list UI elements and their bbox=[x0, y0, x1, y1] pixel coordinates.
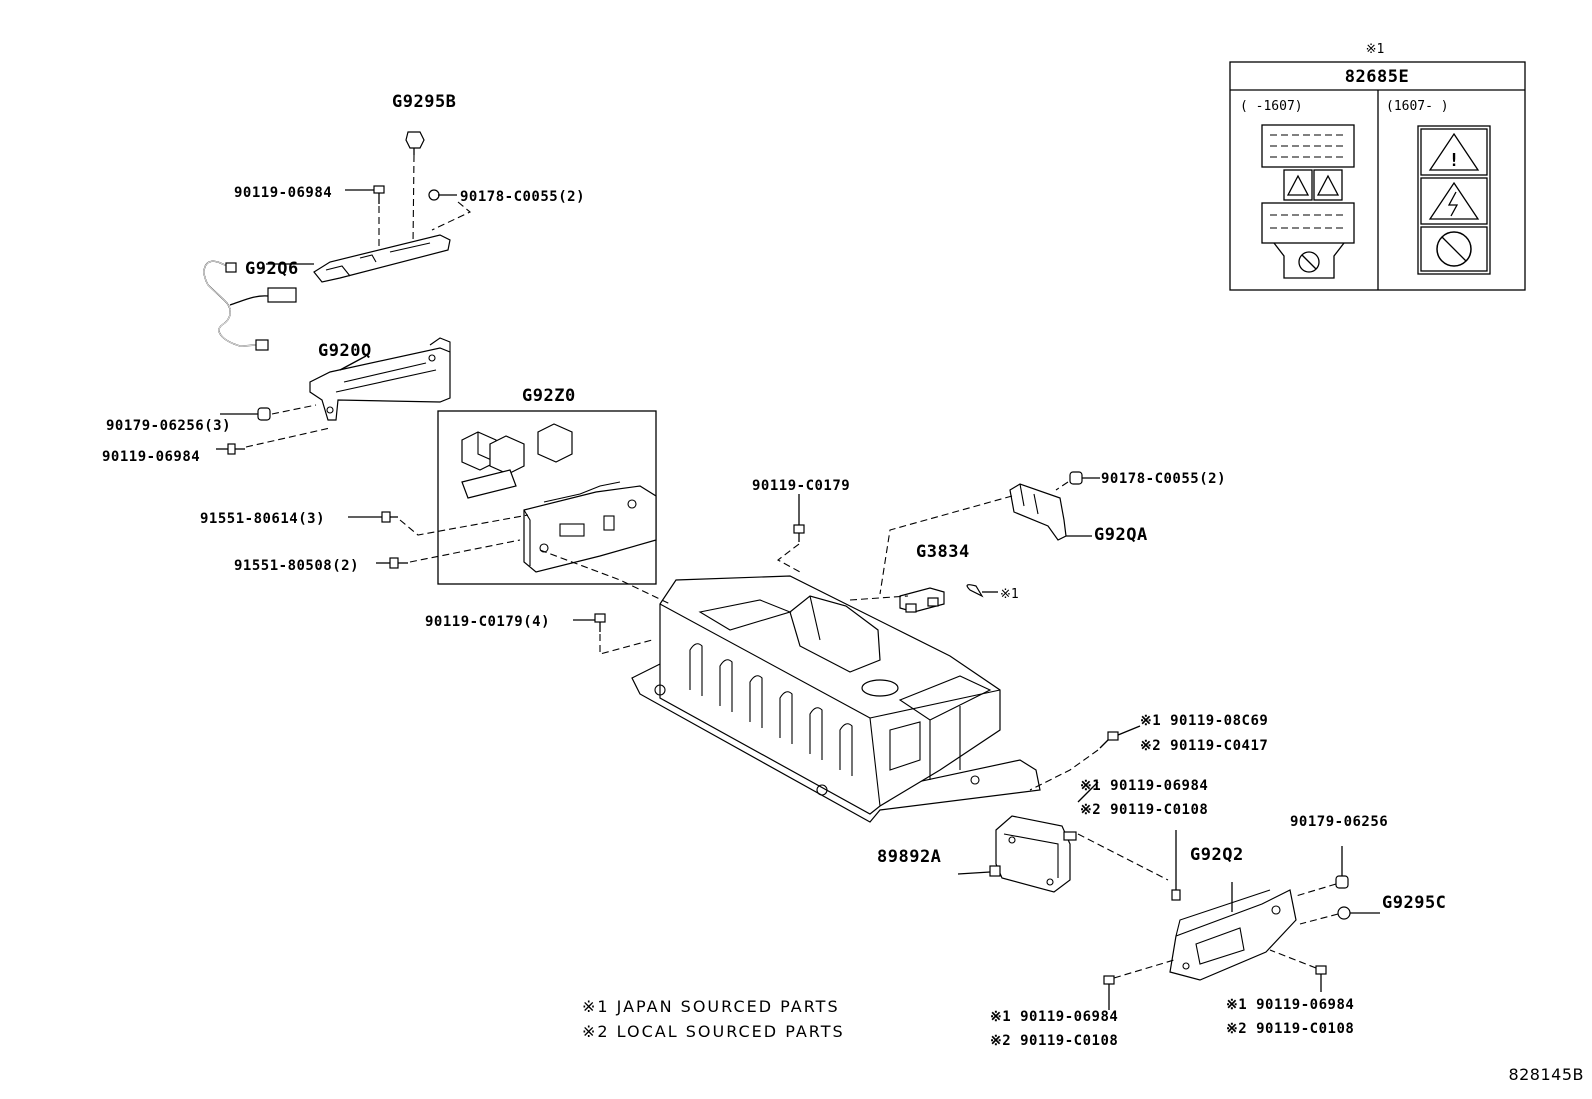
warning-icon bbox=[1428, 132, 1480, 171]
svg-text:!: ! bbox=[1449, 150, 1460, 171]
label-90178-c0055-top[interactable]: 90178-C0055(2) bbox=[460, 189, 585, 205]
label-inset: ※1 82685E ( -1607) (1607- ) bbox=[1229, 42, 1526, 291]
nut-icon bbox=[1069, 471, 1083, 485]
bolt-icon bbox=[594, 613, 606, 632]
legend-local-sourced: ※2 LOCAL SOURCED PARTS bbox=[582, 1022, 845, 1041]
relay-set bbox=[461, 423, 573, 499]
g920q-bracket[interactable] bbox=[309, 337, 451, 421]
bolt-icon bbox=[793, 524, 805, 542]
label-g92qa[interactable]: G92QA bbox=[1094, 525, 1148, 545]
label-90119-06984-bl[interactable]: ※1 90119-06984 bbox=[990, 1009, 1118, 1025]
label-91551-80614-3[interactable]: 91551-80614(3) bbox=[200, 511, 325, 527]
diagram-id: 828145B bbox=[1508, 1065, 1584, 1084]
label-90119-06984-mid[interactable]: ※1 90119-06984 bbox=[1080, 778, 1208, 794]
inset-left-range: ( -1607) bbox=[1240, 99, 1303, 114]
no-fire-icon bbox=[1298, 251, 1320, 273]
bolt-icon bbox=[389, 557, 408, 569]
label-g920q[interactable]: G920Q bbox=[318, 341, 372, 361]
inset-right-range: (1607- ) bbox=[1386, 99, 1449, 114]
g9295c-clip[interactable] bbox=[1337, 906, 1351, 920]
label-g92q6[interactable]: G92Q6 bbox=[245, 259, 299, 279]
label-90119-06984-br[interactable]: ※1 90119-06984 bbox=[1226, 997, 1354, 1013]
legend-japan-sourced: ※1 JAPAN SOURCED PARTS bbox=[582, 997, 840, 1016]
label-g9295c[interactable]: G9295C bbox=[1382, 893, 1446, 913]
bolt-icon bbox=[381, 511, 398, 523]
g92qa-bracket[interactable] bbox=[1009, 483, 1067, 541]
label-g3834[interactable]: G3834 bbox=[916, 542, 970, 562]
bolt-icon bbox=[1171, 889, 1181, 901]
bolt-icon bbox=[227, 443, 245, 455]
label-90119-c0179[interactable]: 90119-C0179 bbox=[752, 478, 850, 494]
label-90179-06256[interactable]: 90179-06256 bbox=[1290, 814, 1388, 830]
label-90119-06984-left[interactable]: 90119-06984 bbox=[102, 449, 200, 465]
label-g92q2[interactable]: G92Q2 bbox=[1190, 845, 1244, 865]
new-warning-sticker: ! bbox=[1417, 125, 1491, 275]
inset-mark: ※1 bbox=[1366, 42, 1385, 57]
g3834-sensor[interactable] bbox=[899, 587, 945, 613]
label-89892a[interactable]: 89892A bbox=[877, 847, 941, 867]
old-warning-sticker bbox=[1261, 124, 1355, 279]
g9295b-clip[interactable] bbox=[405, 131, 425, 155]
g92q2-bracket[interactable] bbox=[1169, 889, 1297, 981]
wire-harness bbox=[203, 260, 297, 351]
nut-icon bbox=[1335, 875, 1349, 889]
nut-icon bbox=[428, 189, 440, 201]
label-g92z0[interactable]: G92Z0 bbox=[522, 386, 576, 406]
label-91551-80508-2[interactable]: 91551-80508(2) bbox=[234, 558, 359, 574]
label-90119-c0108-br[interactable]: ※2 90119-C0108 bbox=[1226, 1021, 1354, 1037]
inset-part-number[interactable]: 82685E bbox=[1345, 67, 1409, 87]
label-90119-c0179-4[interactable]: 90119-C0179(4) bbox=[425, 614, 550, 630]
relay-block[interactable] bbox=[523, 481, 657, 573]
bolt-icon bbox=[1099, 731, 1119, 749]
label-g9295b[interactable]: G9295B bbox=[392, 92, 456, 112]
label-90119-c0108-mid[interactable]: ※2 90119-C0108 bbox=[1080, 802, 1208, 818]
battery-assembly[interactable] bbox=[631, 575, 1041, 823]
label-90119-06984-top[interactable]: 90119-06984 bbox=[234, 185, 332, 201]
sticker-icon bbox=[966, 584, 984, 598]
label-90119-c0108-bl[interactable]: ※2 90119-C0108 bbox=[990, 1033, 1118, 1049]
g92q6-bracket[interactable] bbox=[313, 234, 451, 283]
bolt-icon bbox=[1315, 965, 1327, 992]
high-voltage-icon bbox=[1428, 181, 1480, 220]
g89892a-ecu[interactable] bbox=[989, 815, 1077, 893]
label-g3834-mark: ※1 bbox=[1000, 587, 1019, 602]
nut-icon bbox=[257, 407, 271, 421]
bolt-icon bbox=[373, 185, 385, 204]
label-90119-08c69[interactable]: ※1 90119-08C69 bbox=[1140, 713, 1268, 729]
bolt-icon bbox=[1103, 975, 1115, 1010]
label-90178-c0055-right[interactable]: 90178-C0055(2) bbox=[1101, 471, 1226, 487]
label-90179-06256-3[interactable]: 90179-06256(3) bbox=[106, 418, 231, 434]
label-90119-c0417[interactable]: ※2 90119-C0417 bbox=[1140, 738, 1268, 754]
